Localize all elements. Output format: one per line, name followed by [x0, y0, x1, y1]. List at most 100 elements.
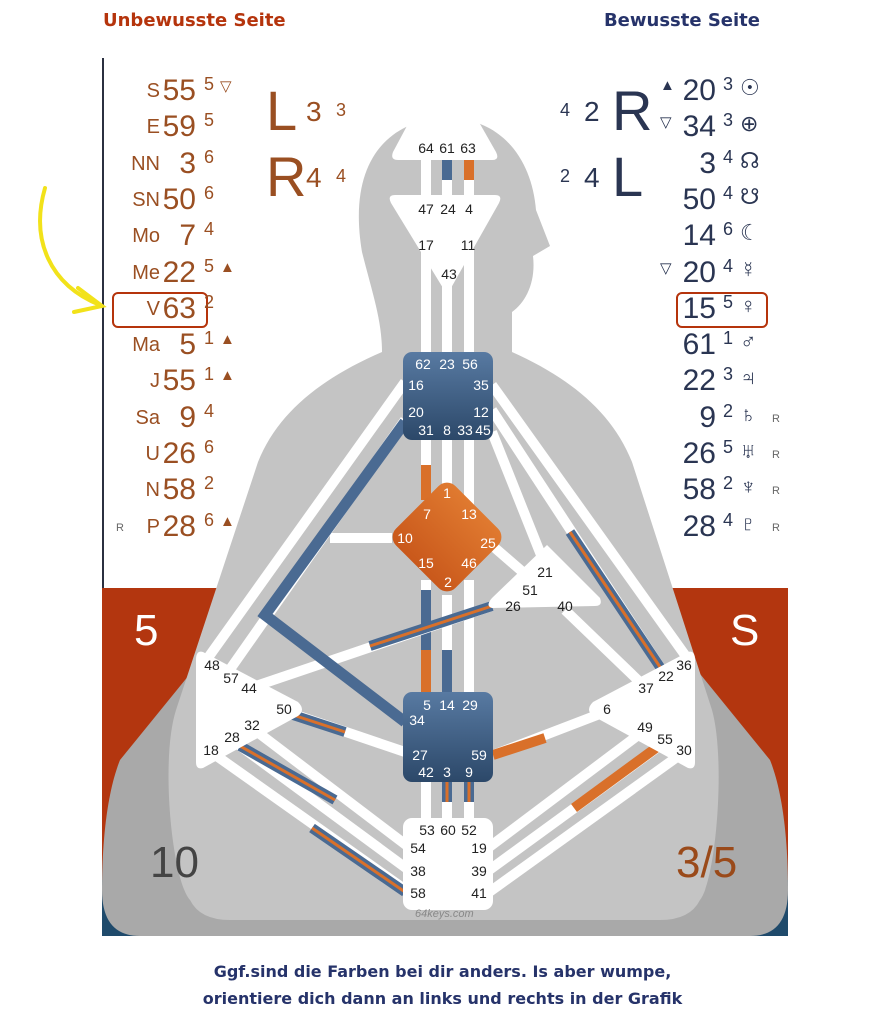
- planet-gate: 9: [179, 400, 196, 434]
- conscious-planet-row: 14 6 ☾: [0, 219, 885, 253]
- unconscious-planet-row: S 55 5 ▽: [0, 74, 260, 108]
- fixing-arrow-icon: ▲: [660, 77, 675, 94]
- gate-label-throat: 31: [418, 422, 434, 438]
- variable-letter: R: [612, 79, 653, 142]
- conscious-planet-row: ▽ 34 3 ⊕: [0, 110, 885, 144]
- gate-label-spleen: 28: [224, 729, 240, 745]
- planet-symbol-icon: ♅: [740, 438, 757, 463]
- planet-gate: 63: [162, 291, 196, 325]
- planet-line: 5: [723, 437, 734, 457]
- corner-label-bottom-right: 3/5: [676, 838, 738, 887]
- planet-symbol-icon: ♄: [740, 401, 757, 427]
- planet-gate: 20: [682, 74, 716, 107]
- gate-label-g: 10: [397, 530, 413, 546]
- gate-label-ego: 51: [522, 582, 538, 598]
- conscious-planet-row: 22 3 ♃: [0, 364, 885, 398]
- planet-line: 2: [204, 291, 215, 312]
- retrograde-marker: R: [772, 449, 780, 461]
- planet-line: 4: [723, 255, 734, 276]
- gate-label-sacral: 59: [471, 747, 487, 763]
- yellow-arrow-annotation: [38, 186, 107, 314]
- gate-label-solar: 36: [676, 657, 692, 673]
- planet-line: 4: [204, 400, 215, 421]
- planet-gate: 50: [162, 182, 196, 216]
- planet-symbol-icon: ♇: [740, 510, 757, 536]
- gate-label-ajna: 47: [418, 201, 434, 217]
- planet-label: Sa: [135, 406, 160, 429]
- fixing-arrow-icon: ▲: [220, 512, 235, 530]
- planet-line: 2: [723, 473, 734, 494]
- gate-label-sacral: 27: [412, 747, 428, 763]
- gate-label-root: 39: [471, 863, 487, 879]
- planet-symbol-icon: ♆: [740, 474, 757, 500]
- planet-label: NN: [131, 152, 160, 175]
- channel-segment: [571, 740, 663, 813]
- gate-label-g: 1: [443, 485, 451, 501]
- gate-label-solar: 6: [603, 701, 611, 717]
- planet-gate: 55: [162, 74, 196, 107]
- planet-line: 6: [204, 437, 215, 457]
- ajna-center[interactable]: [389, 195, 501, 292]
- planet-line: 4: [723, 146, 734, 167]
- highlight-venus-conscious: [676, 292, 768, 328]
- unconscious-planet-row: SN 50 6: [0, 183, 260, 217]
- gate-label-throat: 8: [443, 422, 451, 438]
- planet-symbol-icon: ☿: [740, 256, 757, 282]
- conscious-planet-row: 58 2 ♆ R: [0, 473, 885, 507]
- gate-label-head: 63: [460, 140, 476, 156]
- planet-gate: 28: [162, 509, 196, 543]
- gate-label-ajna: 43: [441, 266, 457, 282]
- planet-gate: 58: [162, 473, 196, 507]
- gate-label-head: 64: [418, 140, 434, 156]
- sacral-center[interactable]: [403, 692, 493, 782]
- gate-label-head: 61: [439, 140, 455, 156]
- planet-line: 6: [723, 219, 734, 240]
- corner-label-bottom-left: 10: [150, 838, 199, 887]
- gate-label-ajna: 24: [440, 201, 456, 217]
- gate-label-sacral: 34: [409, 712, 425, 728]
- planet-symbol-icon: ☉: [740, 75, 760, 100]
- head-center[interactable]: [392, 63, 498, 160]
- root-center[interactable]: [403, 818, 493, 910]
- gate-label-solar: 55: [657, 731, 673, 747]
- gate-label-sacral: 9: [465, 764, 473, 780]
- g-center[interactable]: [388, 478, 507, 597]
- retrograde-marker: R: [772, 485, 780, 498]
- channel-segment-stripe: [369, 604, 493, 648]
- caption-line-2: orientiere dich dann an links und rechts…: [202, 989, 683, 1008]
- gate-label-root: 41: [471, 885, 487, 901]
- unconscious-planet-row: E 59 5: [0, 110, 260, 144]
- planet-line: 5: [204, 110, 215, 131]
- channel-segment-stripe: [568, 531, 668, 677]
- planet-label: E: [146, 116, 160, 139]
- conscious-planet-row: 28 4 ♇ R: [0, 510, 885, 544]
- gate-label-root: 52: [461, 822, 477, 838]
- variable-value: 4: [584, 162, 600, 193]
- throat-center[interactable]: [403, 352, 493, 440]
- conscious-planet-row: 50 4 ☋: [0, 183, 885, 217]
- gate-label-spleen: 18: [203, 742, 219, 758]
- highlight-venus-unconscious: [112, 292, 208, 328]
- planet-gate: 22: [682, 364, 716, 398]
- solar-plexus-center[interactable]: [589, 651, 695, 769]
- ego-center[interactable]: [488, 545, 601, 608]
- spleen-center[interactable]: [196, 651, 302, 769]
- planet-symbol-icon: ☊: [740, 147, 760, 173]
- gate-label-throat: 45: [475, 422, 491, 438]
- planet-gate: 22: [162, 255, 196, 289]
- conscious-side-heading: Bewusste Seite: [603, 10, 760, 31]
- planet-label: Me: [132, 261, 160, 284]
- channel-segment-stripe: [289, 712, 346, 734]
- fixing-arrow-icon: ▽: [220, 78, 232, 95]
- fixing-arrow-icon: ▲: [220, 258, 235, 276]
- gate-label-spleen: 48: [204, 657, 220, 673]
- conscious-planet-row: 26 5 ♅ R: [0, 437, 885, 471]
- planet-line: 1: [723, 328, 734, 349]
- unconscious-planet-row: Me 22 5 ▲: [0, 256, 260, 290]
- channel-segment: [491, 733, 547, 760]
- gate-label-ajna: 11: [461, 237, 476, 253]
- gate-label-solar: 22: [658, 668, 674, 684]
- gate-label-spleen: 44: [241, 680, 257, 696]
- gate-label-solar: 30: [676, 742, 692, 758]
